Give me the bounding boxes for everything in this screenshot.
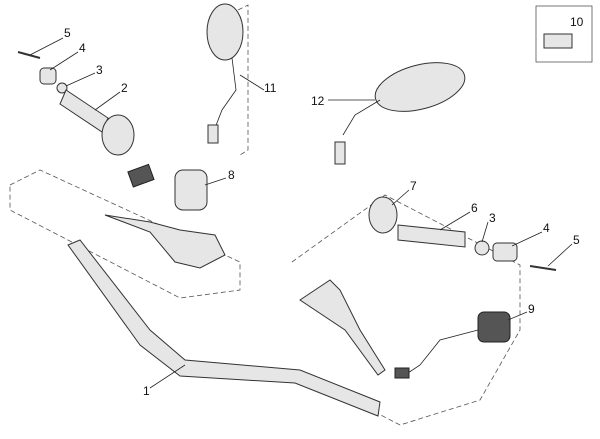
spacer-right (474, 240, 490, 256)
callout-3-left: 3 (96, 63, 103, 77)
spacer-left (56, 82, 68, 94)
callout-12: 12 (311, 94, 325, 108)
callout-3-right: 3 (489, 211, 496, 225)
throttle-housing-right (368, 196, 398, 234)
callout-1: 1 (143, 384, 150, 398)
counterweight-right (492, 242, 518, 262)
callout-9: 9 (528, 302, 535, 316)
connector-left (127, 163, 155, 188)
mirror-left (206, 3, 244, 61)
clamp-kit (543, 33, 573, 49)
throttle-housing-left (101, 114, 135, 156)
grip-left (59, 89, 109, 133)
clutch-lever (299, 279, 386, 376)
callout-4-right: 4 (543, 221, 550, 235)
connector-right (394, 367, 410, 379)
mirror-right (374, 62, 466, 112)
handlebar (67, 239, 381, 417)
callout-5-left: 5 (64, 26, 71, 40)
switch-left (174, 169, 208, 211)
callout-5-right: 5 (573, 233, 580, 247)
counterweight-left (39, 67, 57, 85)
grip-right (397, 224, 466, 248)
callout-10: 10 (570, 15, 584, 29)
screw-left (17, 51, 41, 59)
mirror-left-mount (207, 124, 219, 144)
leader-lines (29, 37, 573, 389)
screw-right (529, 265, 557, 271)
callout-11: 11 (264, 81, 277, 95)
callout-8: 8 (228, 168, 235, 182)
brake-lever (104, 214, 226, 269)
mirror-left-outline (237, 4, 249, 156)
right-assembly-outline (291, 194, 521, 426)
mirror-right-mount (334, 141, 346, 165)
left-assembly-outline (9, 169, 241, 299)
clamp-kit-box (535, 5, 593, 63)
callout-7: 7 (410, 179, 417, 193)
callout-4-left: 4 (79, 41, 86, 55)
switch-right (477, 311, 511, 343)
callout-2: 2 (121, 81, 128, 95)
callout-6: 6 (471, 201, 478, 215)
